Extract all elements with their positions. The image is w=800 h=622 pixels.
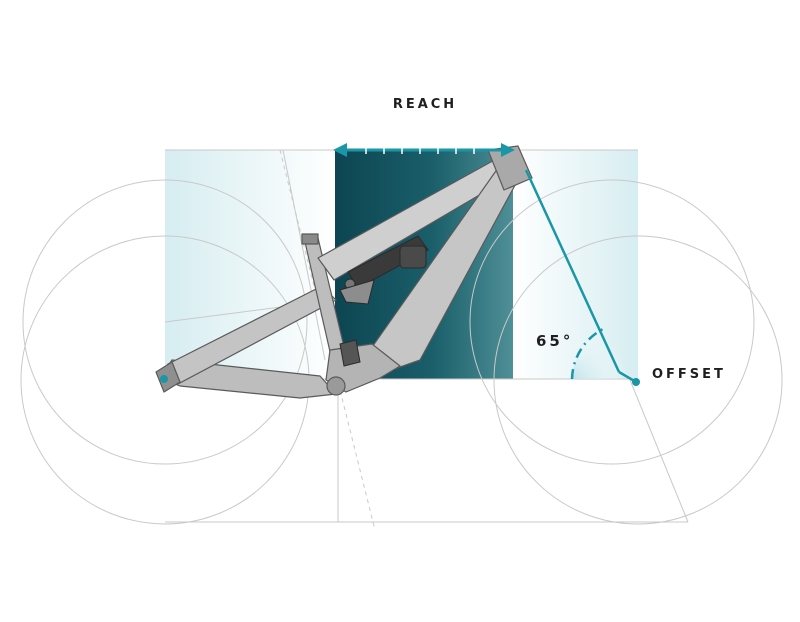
reach-ticks — [365, 146, 475, 154]
head-angle-arc — [570, 326, 606, 380]
steering-axis-extension — [629, 379, 689, 523]
reach-dimension — [333, 143, 515, 157]
steering-axis-line — [524, 169, 621, 373]
shock-reservoir — [399, 245, 427, 269]
seat-collar — [301, 233, 319, 245]
lower-link — [339, 339, 361, 367]
seat-angle-line — [282, 149, 326, 361]
rear-shock-illustration — [339, 235, 429, 367]
offset-dimension — [160, 169, 640, 386]
reach-arrow-right — [501, 143, 515, 157]
offset-dot — [632, 378, 640, 386]
rocker-link — [339, 279, 375, 305]
reach-label: REACH — [393, 97, 457, 112]
rear-wheel-outer — [22, 179, 308, 465]
rear-dropout — [155, 361, 181, 393]
reach-arrow-left — [333, 143, 347, 157]
offset-label: OFFSET — [652, 367, 726, 382]
front-wheel-inner — [493, 235, 783, 525]
rear-axle-dot — [160, 375, 168, 383]
bicycle-frame-illustration — [155, 145, 533, 399]
front-wheel-outer — [469, 179, 755, 465]
head-angle-label: 65° — [536, 332, 573, 350]
bottom-bracket — [326, 376, 346, 396]
